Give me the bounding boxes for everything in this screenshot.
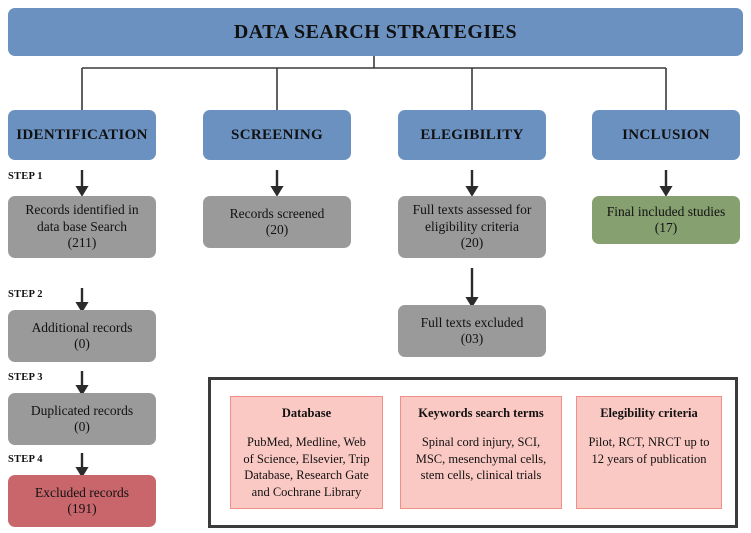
info-line: 12 years of publication [591,451,707,466]
box-line-1: Records screened [229,205,325,221]
box-records-screened[interactable]: Records screened (20) [203,196,351,248]
info-panel-body: PubMed, Medline, Web of Science, Elsevie… [243,434,369,500]
box-records-identified[interactable]: Records identified in data base Search (… [8,196,156,258]
info-line: Database, Research Gate [244,468,369,482]
info-panel-title: Database [281,406,332,420]
box-count: (03) [460,331,484,346]
box-final-included-studies[interactable]: Final included studies (17) [592,196,740,244]
info-panel-body: Spinal cord injury, SCI, MSC, mesenchyma… [416,434,547,484]
stage-inclusion[interactable]: INCLUSION [592,110,740,160]
box-count: (0) [74,336,90,351]
stage-label: IDENTIFICATION [16,126,148,143]
box-line-1: Records identified in [25,202,139,218]
box-additional-records[interactable]: Additional records (0) [8,310,156,362]
box-line-1: Duplicated records [30,402,134,418]
stage-label: ELEGIBILITY [420,126,524,143]
step-label-4: STEP 4 [8,454,43,465]
stage-label: SCREENING [231,126,323,143]
step-label-1: STEP 1 [8,171,43,182]
box-count: (17) [654,220,678,235]
info-line: and Cochrane Library [251,484,362,499]
box-duplicated-records[interactable]: Duplicated records (0) [8,393,156,445]
box-line-1: Additional records [31,319,133,335]
stage-elegibility[interactable]: ELEGIBILITY [398,110,546,160]
step-label-2: STEP 2 [8,289,43,300]
info-line: Pilot, RCT, NRCT up to [588,435,710,449]
box-line-1: Full texts excluded [420,314,524,330]
box-line-1: Final included studies [606,203,726,219]
stage-identification[interactable]: IDENTIFICATION [8,110,156,160]
info-line: PubMed, Medline, Web [247,435,366,449]
info-panel-keywords[interactable]: Keywords search terms Spinal cord injury… [400,396,562,509]
info-panel-title: Elegibility criteria [600,406,698,420]
box-excluded-records[interactable]: Excluded records (191) [8,475,156,527]
box-count: (20) [460,235,484,251]
info-line: Spinal cord injury, SCI, [421,435,541,449]
stage-screening[interactable]: SCREENING [203,110,351,160]
box-line-2: eligibility criteria [424,218,520,234]
box-count: (191) [67,501,97,516]
box-full-texts-excluded[interactable]: Full texts excluded (03) [398,305,546,357]
box-line-1: Excluded records [34,484,130,500]
title-box: DATA SEARCH STRATEGIES [8,8,743,56]
info-panel-elegibility-criteria[interactable]: Elegibility criteria Pilot, RCT, NRCT up… [576,396,722,509]
info-panel-title: Keywords search terms [418,406,544,420]
box-count: (211) [67,235,97,251]
info-panel-database[interactable]: Database PubMed, Medline, Web of Science… [230,396,383,509]
step-label-3: STEP 3 [8,372,43,383]
box-full-texts-assessed[interactable]: Full texts assessed for eligibility crit… [398,196,546,258]
info-panel-body: Pilot, RCT, NRCT up to 12 years of publi… [588,434,709,467]
stage-label: INCLUSION [622,126,710,143]
info-line: MSC, mesenchymal cells, [415,451,547,466]
box-count: (20) [265,222,289,237]
info-line: stem cells, clinical trials [420,468,542,482]
box-line-2: data base Search [37,218,127,234]
box-count: (0) [74,419,90,434]
info-line: of Science, Elsevier, Trip [243,451,370,466]
page-title: DATA SEARCH STRATEGIES [233,20,518,43]
box-line-1: Full texts assessed for [412,202,532,218]
